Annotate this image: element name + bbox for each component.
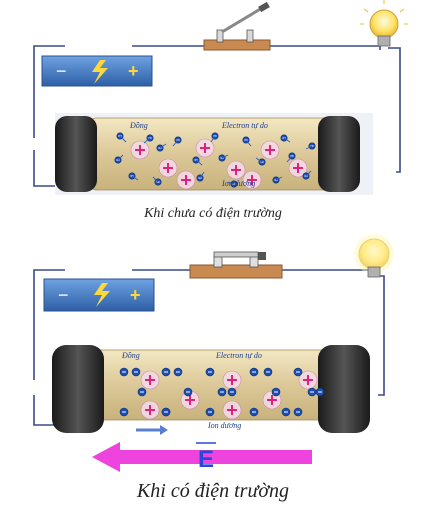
free-electron bbox=[205, 367, 215, 377]
free-electron bbox=[280, 134, 291, 143]
bulb-icon bbox=[360, 0, 408, 47]
free-electron bbox=[173, 367, 183, 377]
left-end-cap bbox=[55, 116, 97, 192]
drift-arrow-icon bbox=[136, 425, 168, 435]
free-electron bbox=[271, 387, 281, 397]
free-electron bbox=[119, 407, 129, 417]
positive-ion bbox=[140, 370, 160, 390]
free-electron bbox=[255, 157, 266, 166]
particles-no-field bbox=[114, 132, 316, 190]
right-end-cap bbox=[318, 116, 360, 192]
right-end-cap bbox=[318, 345, 370, 433]
positive-ion bbox=[195, 138, 215, 158]
free-electron bbox=[218, 154, 229, 162]
switch-icon bbox=[189, 251, 283, 279]
free-electron bbox=[192, 156, 203, 166]
label-copper: Đồng bbox=[129, 121, 148, 130]
panel-with-field: − + Đồng Electron tự do Ion dương bbox=[33, 234, 394, 473]
positive-ion bbox=[130, 140, 150, 160]
field-arrow-icon bbox=[92, 442, 312, 472]
label-free-electron: Electron tự do bbox=[221, 121, 268, 130]
free-electron bbox=[156, 143, 167, 152]
left-end-cap bbox=[52, 345, 104, 433]
free-electron bbox=[302, 170, 312, 180]
positive-ion bbox=[158, 158, 178, 178]
caption-no-field: Khi chưa có điện trường bbox=[144, 206, 282, 221]
switch-icon bbox=[203, 1, 271, 51]
battery-positive: + bbox=[128, 61, 139, 81]
free-electron bbox=[119, 367, 129, 377]
circuit-wire bbox=[33, 269, 385, 426]
particles-with-field bbox=[119, 367, 325, 420]
free-electron bbox=[263, 367, 273, 377]
free-electron bbox=[242, 136, 252, 147]
free-electron bbox=[227, 180, 238, 188]
free-electron bbox=[116, 132, 127, 143]
free-electron bbox=[249, 367, 259, 377]
label-positive-ion: Ion dương bbox=[221, 179, 255, 188]
positive-ion bbox=[242, 170, 262, 190]
free-electron bbox=[286, 152, 296, 163]
free-electron bbox=[307, 387, 317, 397]
free-electron bbox=[143, 134, 154, 144]
free-electron bbox=[152, 176, 162, 186]
field-label: E bbox=[198, 446, 214, 473]
free-electron bbox=[227, 387, 237, 397]
positive-ion bbox=[222, 400, 242, 420]
free-electron bbox=[172, 136, 182, 147]
free-electron bbox=[293, 367, 303, 377]
label-positive-ion: Ion dương bbox=[207, 421, 241, 430]
battery-positive: + bbox=[130, 285, 141, 305]
free-electron bbox=[183, 387, 193, 397]
free-electron bbox=[217, 387, 227, 397]
battery-negative: − bbox=[58, 285, 69, 305]
free-electron bbox=[205, 407, 215, 417]
free-electron bbox=[114, 154, 124, 164]
caption-with-field: Khi có điện trường bbox=[136, 480, 290, 502]
positive-ion bbox=[140, 400, 160, 420]
battery-negative: − bbox=[56, 61, 67, 81]
positive-ion bbox=[298, 370, 318, 390]
positive-ion bbox=[222, 370, 242, 390]
bulb-icon bbox=[354, 234, 394, 278]
free-electron bbox=[196, 171, 205, 182]
free-electron bbox=[272, 176, 283, 184]
free-electron bbox=[249, 407, 259, 417]
positive-ion bbox=[176, 170, 196, 190]
free-electron bbox=[210, 132, 219, 143]
lightning-icon bbox=[92, 60, 108, 84]
positive-ion bbox=[180, 390, 200, 410]
label-free-electron: Electron tự do bbox=[215, 351, 262, 360]
lightning-icon bbox=[94, 283, 110, 307]
free-electron bbox=[315, 387, 325, 397]
free-electron bbox=[305, 142, 316, 150]
free-electron bbox=[281, 407, 291, 417]
battery-icon: − + bbox=[43, 278, 155, 312]
free-electron bbox=[293, 407, 303, 417]
free-electron bbox=[161, 367, 171, 377]
free-electron bbox=[161, 407, 171, 417]
copper-conductor bbox=[55, 113, 373, 195]
free-electron bbox=[128, 172, 139, 181]
positive-ion bbox=[226, 160, 246, 180]
label-copper: Đồng bbox=[121, 351, 140, 360]
free-electron bbox=[131, 367, 141, 377]
positive-ion bbox=[288, 158, 308, 178]
free-electron bbox=[137, 387, 147, 397]
battery-icon: − + bbox=[41, 55, 153, 87]
positive-ion bbox=[260, 140, 280, 160]
panel-no-field: − + bbox=[33, 0, 408, 195]
